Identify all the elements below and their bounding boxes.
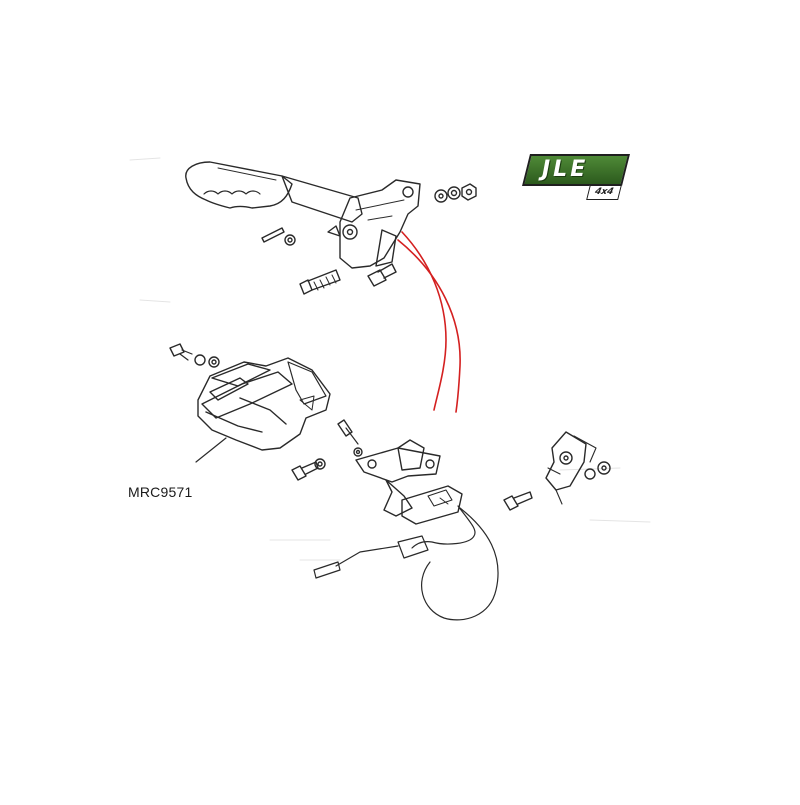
warning-switch-bracket xyxy=(355,439,441,517)
cable-bracket-right xyxy=(545,431,597,505)
bracket-screw-right xyxy=(503,491,533,511)
warning-switch xyxy=(401,485,463,525)
nut-washer-set-right xyxy=(584,461,611,480)
nut-washer-set-top xyxy=(434,183,477,203)
bracket-screw-left xyxy=(291,458,326,481)
mounting-bolt-long xyxy=(299,269,341,295)
jle-4x4-logo: JLE 4x4 xyxy=(522,154,630,200)
part-number-label: MRC9571 xyxy=(128,484,193,500)
logo-brand-text: JLE xyxy=(542,157,589,182)
switch-bolt xyxy=(337,419,363,457)
handbrake-cable-highlight xyxy=(397,231,461,413)
handbrake-lever xyxy=(185,161,421,269)
background-noise xyxy=(129,157,651,561)
part-leader-line xyxy=(195,437,227,463)
gaiter-screw-set xyxy=(169,343,220,368)
lever-gaiter-cover xyxy=(197,357,331,451)
mounting-bolt-short xyxy=(367,263,397,287)
clevis-pin xyxy=(261,227,296,246)
logo-sub-text: 4x4 xyxy=(586,185,622,200)
switch-wiring-harness xyxy=(313,505,499,621)
